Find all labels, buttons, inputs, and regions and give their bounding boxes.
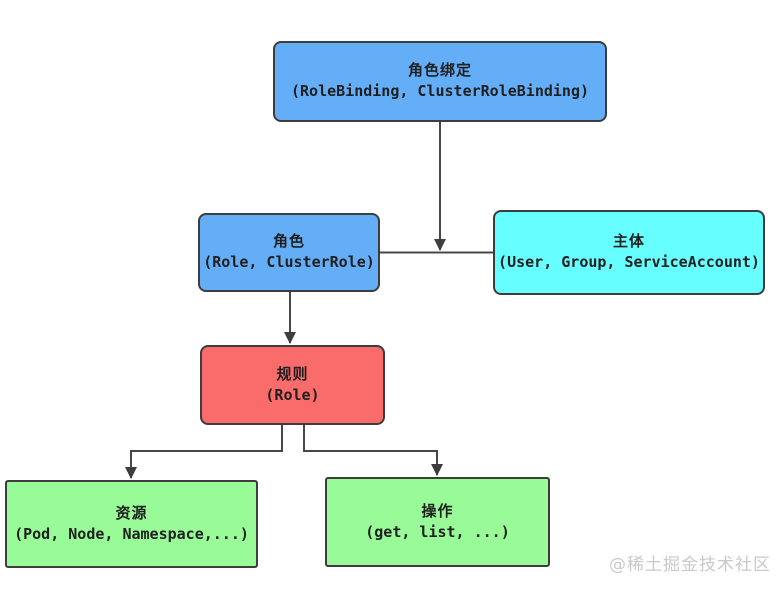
node-rule: 规则 (Role) xyxy=(200,345,385,425)
node-subject-detail: (User, Group, ServiceAccount) xyxy=(498,253,760,272)
edge-rule-to-operation xyxy=(303,425,443,476)
node-operation: 操作 (get, list, ...) xyxy=(325,477,550,567)
edge-rule-to-resource xyxy=(125,425,283,479)
node-rule-detail: (Role) xyxy=(265,385,320,404)
node-rolebinding: 角色绑定 (RoleBinding, ClusterRoleBinding) xyxy=(273,41,607,122)
node-rule-label: 规则 xyxy=(276,364,309,383)
watermark: @稀土掘金技术社区 xyxy=(609,555,771,575)
node-role-detail: (Role, ClusterRole) xyxy=(203,253,375,272)
node-operation-detail: (get, list, ...) xyxy=(365,522,510,541)
node-resource-label: 资源 xyxy=(115,503,148,522)
node-role: 角色 (Role, ClusterRole) xyxy=(198,213,380,292)
node-resource: 资源 (Pod, Node, Namespace,...) xyxy=(5,480,258,568)
node-subject: 主体 (User, Group, ServiceAccount) xyxy=(493,210,765,295)
node-operation-label: 操作 xyxy=(421,501,454,520)
node-role-label: 角色 xyxy=(272,232,305,251)
node-resource-detail: (Pod, Node, Namespace,...) xyxy=(14,524,249,543)
node-rolebinding-label: 角色绑定 xyxy=(407,61,472,80)
node-rolebinding-detail: (RoleBinding, ClusterRoleBinding) xyxy=(290,82,589,101)
node-subject-label: 主体 xyxy=(612,232,645,251)
